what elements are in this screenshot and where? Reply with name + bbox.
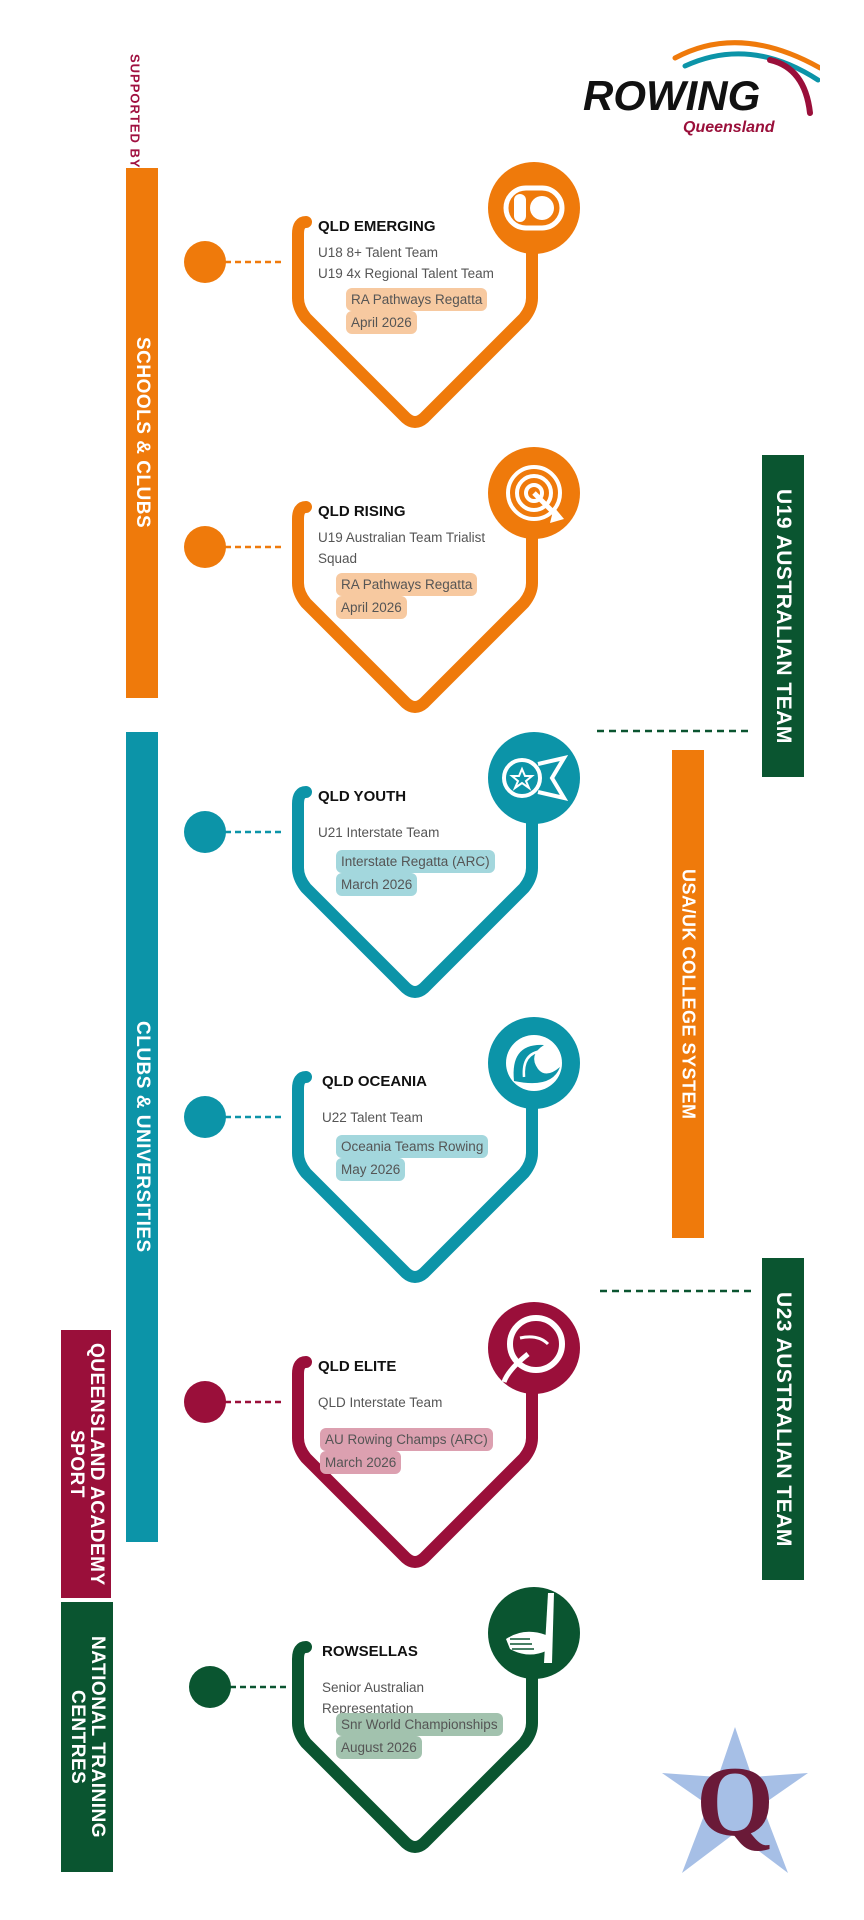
logo-sub: Queensland — [683, 119, 776, 136]
event-name: RA Pathways Regatta — [346, 288, 488, 311]
event-date: August 2026 — [336, 1736, 422, 1759]
stage-dot — [184, 1096, 226, 1138]
stage-event: Interstate Regatta (ARC)March 2026 — [336, 850, 495, 896]
stage-event: AU Rowing Champs (ARC)March 2026 — [320, 1428, 493, 1474]
stage-chevron — [292, 216, 538, 428]
stage-chevron — [292, 1641, 538, 1853]
stage-chevron — [292, 1071, 538, 1283]
event-date: March 2026 — [320, 1451, 402, 1474]
stage-dot — [184, 526, 226, 568]
stage-dot — [184, 241, 226, 283]
supported-by-label: SUPPORTED BY: — [127, 54, 143, 173]
stage-title: QLD YOUTH — [318, 788, 407, 805]
logo-word: ROWING — [583, 72, 760, 119]
stage-title: QLD RISING — [318, 503, 406, 520]
event-date: April 2026 — [346, 311, 417, 334]
event-name: Oceania Teams Rowing — [336, 1135, 489, 1158]
bar-national-training-centres: NATIONAL TRAINING CENTRES — [61, 1602, 113, 1872]
event-name: Interstate Regatta (ARC) — [336, 850, 495, 873]
stage-chevron — [292, 1356, 538, 1568]
bar-label: USA/UK COLLEGE SYSTEM — [678, 868, 699, 1120]
description-line: Representation — [322, 1701, 414, 1716]
stage-node — [184, 1017, 580, 1283]
description-line: U19 Australian Team Trialist — [318, 530, 486, 545]
medal-icon — [488, 732, 580, 824]
stage-dot — [184, 811, 226, 853]
description-line: U18 8+ Talent Team — [318, 245, 438, 260]
qas-star-logo-icon: Q — [662, 1727, 808, 1873]
bar-schools-clubs: SCHOOLS & CLUBS — [126, 168, 158, 698]
stage-node — [184, 732, 580, 998]
description-line: U21 Interstate Team — [318, 825, 440, 840]
event-name: AU Rowing Champs (ARC) — [320, 1428, 493, 1451]
bar-clubs-universities: CLUBS & UNIVERSITIES — [126, 732, 158, 1542]
stage-title: QLD EMERGING — [318, 218, 436, 235]
bar-queensland-academy-sport: QUEENSLAND ACADEMY SPORT — [61, 1330, 111, 1598]
stage-dot — [184, 1381, 226, 1423]
stage-title: QLD OCEANIA — [322, 1073, 427, 1090]
stage-node — [184, 162, 580, 428]
bar-u23-australian-team: U23 AUSTRALIAN TEAM — [762, 1258, 804, 1580]
stage-node — [189, 1587, 580, 1853]
bar-u19-australian-team: U19 AUSTRALIAN TEAM — [762, 455, 804, 777]
description-line: QLD Interstate Team — [318, 1395, 443, 1410]
event-name: RA Pathways Regatta — [336, 573, 478, 596]
description-line: U19 4x Regional Talent Team — [318, 266, 494, 281]
stage-dot — [189, 1666, 231, 1708]
stage-description: QLD Interstate Team — [318, 1392, 442, 1413]
stage-title: ROWSELLAS — [322, 1643, 418, 1660]
svg-text:Q: Q — [696, 1746, 774, 1857]
description-line: Squad — [318, 551, 358, 566]
bar-label: CLUBS & UNIVERSITIES — [131, 1021, 153, 1253]
stage-node — [184, 447, 580, 713]
description-line: Senior Australian — [322, 1680, 425, 1695]
event-name: Snr World Championships — [336, 1713, 503, 1736]
bar-label: SCHOOLS & CLUBS — [131, 337, 153, 529]
bar-usa-uk-college-system: USA/UK COLLEGE SYSTEM — [672, 750, 704, 1238]
bar-label: NATIONAL TRAINING CENTRES — [67, 1635, 108, 1838]
stage-description: U22 Talent Team — [322, 1107, 423, 1128]
stage-chevron — [292, 501, 538, 713]
description-line: U22 Talent Team — [322, 1110, 423, 1125]
stage-description: U21 Interstate Team — [318, 822, 439, 843]
event-date: March 2026 — [336, 873, 418, 896]
rowing-queensland-logo: ROWING Queensland — [583, 40, 820, 136]
event-date: May 2026 — [336, 1158, 406, 1181]
bar-label: QUEENSLAND ACADEMY SPORT — [66, 1342, 107, 1586]
bar-label: U23 AUSTRALIAN TEAM — [772, 1291, 796, 1547]
bar-label: U19 AUSTRALIAN TEAM — [772, 488, 796, 744]
stage-chevron — [292, 786, 538, 998]
event-date: April 2026 — [336, 596, 407, 619]
stage-title: QLD ELITE — [318, 1358, 397, 1375]
stage-node — [184, 1302, 580, 1568]
